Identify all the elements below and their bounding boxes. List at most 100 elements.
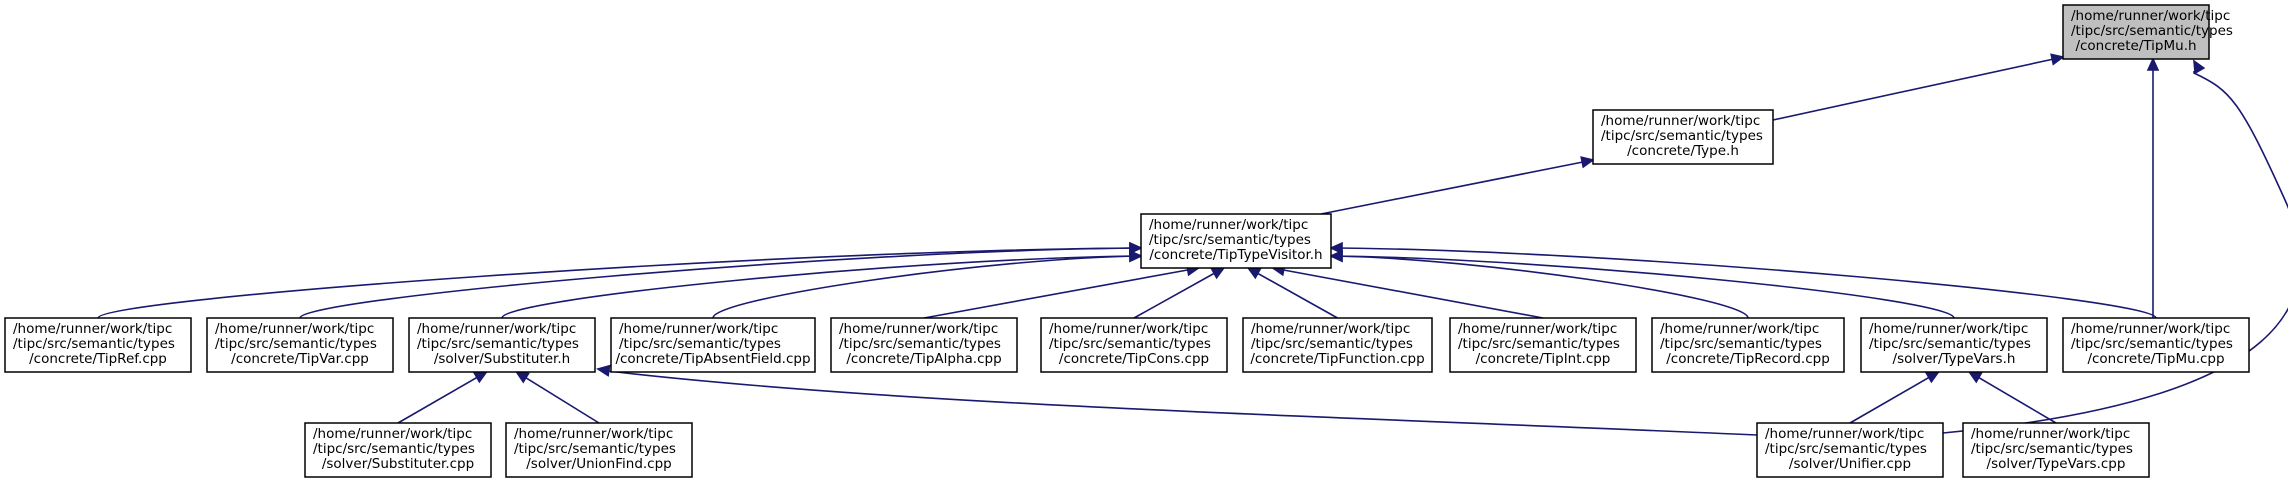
node-label-line: /home/runner/work/tipc bbox=[2071, 8, 2230, 24]
node-tipref-cpp[interactable]: /home/runner/work/tipc/tipc/src/semantic… bbox=[4, 317, 192, 373]
node-substituter-h[interactable]: /home/runner/work/tipc/tipc/src/semantic… bbox=[408, 317, 596, 373]
arrowhead bbox=[1210, 267, 1226, 280]
node-tipvar-cpp[interactable]: /home/runner/work/tipc/tipc/src/semantic… bbox=[206, 317, 394, 373]
node-label-line: /home/runner/work/tipc bbox=[417, 321, 576, 337]
edge-unionfind-cpp-to-substituter-h bbox=[514, 370, 600, 424]
edge-line bbox=[1330, 255, 1749, 319]
node-label-line: /home/runner/work/tipc bbox=[619, 321, 778, 337]
node-label-line: /tipc/src/semantic/types bbox=[13, 336, 175, 352]
node-label-line: /home/runner/work/tipc bbox=[1149, 217, 1308, 233]
node-label-line: /tipc/src/semantic/types bbox=[313, 441, 475, 457]
arrowhead bbox=[514, 370, 530, 384]
arrowhead bbox=[2146, 57, 2160, 71]
node-label-line: /concrete/TipMu.cpp bbox=[2087, 351, 2224, 367]
node-box bbox=[4, 317, 192, 373]
node-label-line: /tipc/src/semantic/types bbox=[839, 336, 1001, 352]
node-tiptypevisitor-h[interactable]: /home/runner/work/tipc/tipc/src/semantic… bbox=[1140, 213, 1332, 269]
node-label-line: /home/runner/work/tipc bbox=[13, 321, 172, 337]
node-label-line: /home/runner/work/tipc bbox=[1601, 113, 1760, 129]
edge-tipmu-cpp-to-tiptypevisitor-h bbox=[1329, 241, 2157, 319]
edge-line bbox=[712, 255, 1142, 319]
node-tipmu-cpp[interactable]: /home/runner/work/tipc/tipc/src/semantic… bbox=[2062, 317, 2250, 373]
node-box bbox=[2062, 317, 2250, 373]
edge-line bbox=[1272, 267, 1544, 319]
node-tipcons-cpp[interactable]: /home/runner/work/tipc/tipc/src/semantic… bbox=[1040, 317, 1228, 373]
node-label-line: /concrete/TipCons.cpp bbox=[1059, 351, 1209, 367]
edge-tiprecord-cpp-to-tiptypevisitor-h bbox=[1329, 249, 1749, 319]
node-typevars-h[interactable]: /home/runner/work/tipc/tipc/src/semantic… bbox=[1860, 317, 2048, 373]
node-label-line: /home/runner/work/tipc bbox=[514, 426, 673, 442]
node-label-line: /tipc/src/semantic/types bbox=[1149, 232, 1311, 248]
arrowhead bbox=[1329, 241, 1343, 255]
node-label-line: /home/runner/work/tipc bbox=[1660, 321, 1819, 337]
edge-unifier-cpp-to-tipmu-h bbox=[1942, 59, 2288, 434]
node-label-line: /concrete/TipAlpha.cpp bbox=[846, 351, 1001, 367]
node-label-line: /tipc/src/semantic/types bbox=[2071, 23, 2233, 39]
edge-tipalpha-cpp-to-tiptypevisitor-h bbox=[923, 263, 1201, 319]
node-box bbox=[206, 317, 394, 373]
node-label-line: /tipc/src/semantic/types bbox=[1765, 441, 1927, 457]
node-label-line: /tipc/src/semantic/types bbox=[514, 441, 676, 457]
edge-line bbox=[1968, 371, 2057, 424]
nodes-layer: /home/runner/work/tipc/tipc/src/semantic… bbox=[4, 4, 2250, 478]
node-box bbox=[1962, 422, 2150, 478]
arrowhead bbox=[596, 364, 611, 377]
node-label-line: /concrete/TipInt.cpp bbox=[1476, 351, 1611, 367]
node-label-line: /concrete/TipFunction.cpp bbox=[1250, 351, 1424, 367]
node-box bbox=[408, 317, 596, 373]
node-box bbox=[1756, 422, 1944, 478]
node-label-line: /tipc/src/semantic/types bbox=[619, 336, 781, 352]
edge-tipint-cpp-to-tiptypevisitor-h bbox=[1270, 264, 1544, 319]
edge-type-h-to-tipmu-h bbox=[1772, 53, 2065, 121]
node-type-h[interactable]: /home/runner/work/tipc/tipc/src/semantic… bbox=[1592, 109, 1774, 165]
node-box bbox=[2062, 4, 2210, 60]
node-box bbox=[1242, 317, 1433, 373]
edge-line bbox=[516, 371, 600, 424]
node-label-line: /tipc/src/semantic/types bbox=[1971, 441, 2133, 457]
arrowhead bbox=[1329, 249, 1343, 263]
edge-line bbox=[501, 255, 1142, 319]
edge-line bbox=[607, 370, 1758, 436]
node-tipmu-h[interactable]: /home/runner/work/tipc/tipc/src/semantic… bbox=[2062, 4, 2233, 60]
edge-typevars-cpp-to-typevars-h bbox=[1967, 371, 2057, 424]
node-tipabsentfield-cpp[interactable]: /home/runner/work/tipc/tipc/src/semantic… bbox=[610, 317, 816, 373]
node-label-line: /tipc/src/semantic/types bbox=[1458, 336, 1620, 352]
node-label-line: /home/runner/work/tipc bbox=[1049, 321, 1208, 337]
node-typevars-cpp[interactable]: /home/runner/work/tipc/tipc/src/semantic… bbox=[1962, 422, 2150, 478]
edge-line bbox=[1849, 371, 1939, 424]
node-tiprecord-cpp[interactable]: /home/runner/work/tipc/tipc/src/semantic… bbox=[1651, 317, 1845, 373]
node-label-line: /home/runner/work/tipc bbox=[313, 426, 472, 442]
node-unifier-cpp[interactable]: /home/runner/work/tipc/tipc/src/semantic… bbox=[1756, 422, 1944, 478]
node-label-line: /tipc/src/semantic/types bbox=[417, 336, 579, 352]
edge-line bbox=[397, 371, 487, 424]
edges-layer bbox=[97, 53, 2288, 436]
node-label-line: /concrete/Type.h bbox=[1627, 143, 1739, 159]
arrowhead bbox=[1580, 156, 1595, 169]
node-box bbox=[1592, 109, 1774, 165]
node-tipalpha-cpp[interactable]: /home/runner/work/tipc/tipc/src/semantic… bbox=[830, 317, 1018, 373]
edge-line bbox=[1330, 247, 2157, 319]
node-label-line: /home/runner/work/tipc bbox=[1971, 426, 2130, 442]
node-substituter-cpp[interactable]: /home/runner/work/tipc/tipc/src/semantic… bbox=[304, 422, 492, 478]
edge-tipfunction-cpp-to-tiptypevisitor-h bbox=[1246, 267, 1338, 319]
arrowhead bbox=[1129, 249, 1143, 263]
edge-typevars-h-to-tiptypevisitor-h bbox=[1329, 249, 1955, 319]
node-unionfind-cpp[interactable]: /home/runner/work/tipc/tipc/src/semantic… bbox=[505, 422, 693, 478]
node-label-line: /home/runner/work/tipc bbox=[839, 321, 998, 337]
node-label-line: /solver/TypeVars.h bbox=[1893, 351, 2016, 367]
node-box bbox=[1449, 317, 1637, 373]
node-tipfunction-cpp[interactable]: /home/runner/work/tipc/tipc/src/semantic… bbox=[1242, 317, 1433, 373]
node-label-line: /concrete/TipMu.h bbox=[2075, 38, 2196, 54]
node-box bbox=[1651, 317, 1845, 373]
edge-tipvar-cpp-to-tiptypevisitor-h bbox=[299, 241, 1143, 319]
node-label-line: /home/runner/work/tipc bbox=[1765, 426, 1924, 442]
node-tipint-cpp[interactable]: /home/runner/work/tipc/tipc/src/semantic… bbox=[1449, 317, 1637, 373]
edge-line bbox=[97, 247, 1142, 319]
node-label-line: /tipc/src/semantic/types bbox=[1869, 336, 2031, 352]
edge-unifier-cpp-to-substituter-h bbox=[596, 364, 1758, 436]
edge-line bbox=[1320, 159, 1594, 215]
node-label-line: /concrete/TipRecord.cpp bbox=[1666, 351, 1830, 367]
edge-tipabsentfield-cpp-to-tiptypevisitor-h bbox=[712, 249, 1143, 319]
edge-line bbox=[1330, 255, 1955, 319]
